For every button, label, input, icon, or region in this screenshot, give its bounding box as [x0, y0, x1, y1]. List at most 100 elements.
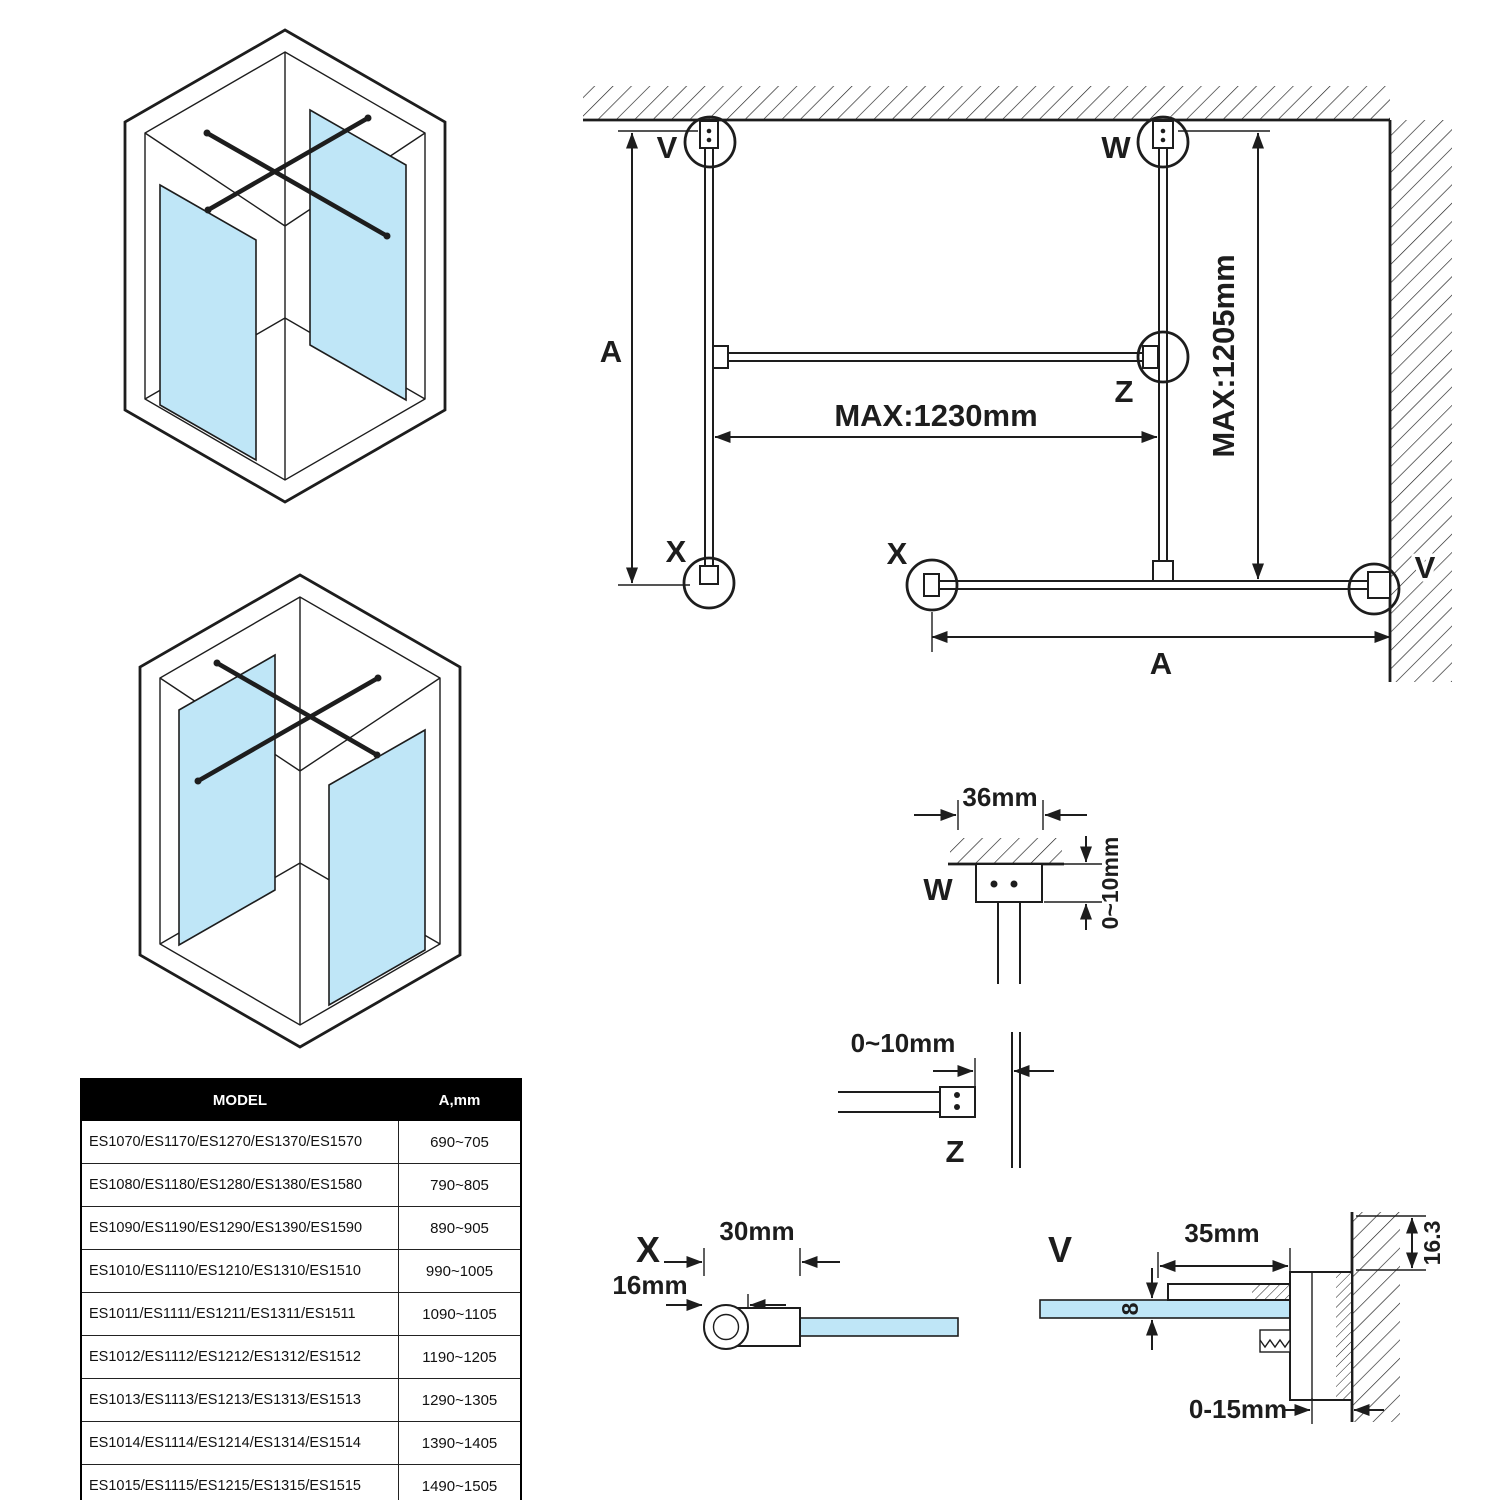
table-row: ES1011/ES1111/ES1211/ES1311/ES1511 1090~…	[80, 1292, 522, 1336]
detail-z: 0~10mm Z	[838, 1028, 1054, 1169]
screw	[706, 128, 712, 134]
table-row: ES1010/ES1110/ES1210/ES1310/ES1510 990~1…	[80, 1249, 522, 1293]
model-cell: ES1010/ES1110/ES1210/ES1310/ES1510	[80, 1249, 399, 1293]
detail-w: 36mm 0~10mm W	[914, 782, 1123, 984]
table-row: ES1070/ES1170/ES1270/ES1370/ES1570 690~7…	[80, 1120, 522, 1164]
detail-x: X 30mm 16mm	[612, 1216, 959, 1350]
profile-section	[1336, 1272, 1352, 1400]
a-cell: 1090~1105	[398, 1292, 522, 1336]
table-header-a: A,mm	[398, 1078, 522, 1121]
dim-text-max-height: MAX:1205mm	[1206, 254, 1241, 457]
label-v-right: V	[1415, 550, 1436, 585]
bracket-body	[975, 863, 1043, 903]
dimension-max-height	[1178, 130, 1270, 580]
callout-circle-z	[1136, 330, 1190, 384]
dimension-36mm	[914, 800, 1087, 830]
label-detail-v: V	[1048, 1229, 1072, 1270]
callout-circle-x-bottom	[905, 558, 959, 612]
ceiling-bracket-w	[1152, 120, 1174, 149]
dim-text-30mm: 30mm	[719, 1216, 794, 1246]
iso-view-top	[125, 30, 445, 502]
clamp-tube-outer	[703, 1304, 749, 1350]
table-row: ES1012/ES1112/ES1212/ES1312/ES1512 1190~…	[80, 1335, 522, 1379]
table-header-row: MODEL A,mm	[80, 1078, 522, 1121]
serration	[1259, 1338, 1291, 1349]
screw	[706, 137, 712, 143]
table-row: ES1013/ES1113/ES1213/ES1313/ES1513 1290~…	[80, 1378, 522, 1422]
screw	[954, 1104, 960, 1110]
ceiling-bracket-v	[699, 120, 719, 149]
ceiling-hatch	[583, 86, 1390, 120]
dim-text-16-3: 16.3	[1419, 1221, 1445, 1266]
dim-text-0-15: 0-15mm	[1189, 1394, 1287, 1424]
installation-plan: V W Z X X V A A MAX:1230mm MAX:1205mm	[583, 86, 1452, 682]
screw	[954, 1092, 960, 1098]
dim-text-gap: 0~10mm	[1097, 837, 1123, 930]
a-cell: 890~905	[398, 1206, 522, 1250]
end-clamp-x2	[923, 573, 940, 597]
clamp-tube-inner	[712, 1313, 740, 1341]
table-row: ES1090/ES1190/ES1290/ES1390/ES1590 890~9…	[80, 1206, 522, 1250]
model-table: MODEL A,mm ES1070/ES1170/ES1270/ES1370/E…	[80, 1078, 522, 1500]
bar-connector-z	[1142, 345, 1159, 369]
pole-foot	[1152, 560, 1174, 582]
callout-circle-x-left	[682, 556, 736, 610]
a-cell: 1190~1205	[398, 1335, 522, 1379]
dimension-16-3	[1356, 1215, 1426, 1271]
glass-section-v	[1039, 1299, 1291, 1319]
table-row: ES1080/ES1180/ES1280/ES1380/ES1580 790~8…	[80, 1163, 522, 1207]
dimension-gap-z	[933, 1058, 1054, 1086]
dim-text-max-width: MAX:1230mm	[834, 398, 1037, 433]
model-cell: ES1015/ES1115/ES1215/ES1315/ES1515	[80, 1464, 399, 1500]
dimension-30mm	[664, 1248, 840, 1276]
label-detail-x: X	[636, 1229, 660, 1270]
label-detail-w: W	[923, 872, 953, 907]
ceiling-hatch-detail	[950, 838, 1062, 864]
label-x-left: X	[666, 534, 687, 569]
callout-circle-v-right	[1347, 562, 1401, 616]
dimension-0-15	[1284, 1398, 1384, 1424]
model-cell: ES1013/ES1113/ES1213/ES1313/ES1513	[80, 1378, 399, 1422]
label-z: Z	[1115, 374, 1134, 409]
dim-text-35mm: 35mm	[1184, 1218, 1259, 1248]
screw	[1160, 128, 1166, 134]
iso-view-bottom	[140, 575, 460, 1047]
wall-hatch	[1390, 120, 1452, 682]
label-x-bottom: X	[887, 536, 908, 571]
label-v-top: V	[657, 130, 678, 165]
wall-hatch-detail	[1352, 1212, 1400, 1422]
a-cell: 1390~1405	[398, 1421, 522, 1465]
a-cell: 790~805	[398, 1163, 522, 1207]
label-a-vertical: A	[600, 334, 622, 369]
screw	[1160, 137, 1166, 143]
callout-circle-w	[1136, 115, 1190, 169]
model-cell: ES1070/ES1170/ES1270/ES1370/ES1570	[80, 1120, 399, 1164]
wall-profile-v	[1367, 571, 1391, 599]
callout-circle-v-top	[683, 115, 737, 169]
dimension-gap	[1044, 836, 1102, 930]
model-cell: ES1012/ES1112/ES1212/ES1312/ES1512	[80, 1335, 399, 1379]
label-w: W	[1101, 130, 1131, 165]
dimension-a-horizontal	[931, 612, 1391, 652]
model-cell: ES1014/ES1114/ES1214/ES1314/ES1514	[80, 1421, 399, 1465]
table-row: ES1015/ES1115/ES1215/ES1315/ES1515 1490~…	[80, 1464, 522, 1500]
table-header-model: MODEL	[80, 1078, 399, 1121]
bar-connector	[712, 345, 729, 369]
model-cell: ES1090/ES1190/ES1290/ES1390/ES1590	[80, 1206, 399, 1250]
a-cell: 990~1005	[398, 1249, 522, 1293]
dimension-35mm	[1157, 1248, 1291, 1280]
glass-section	[793, 1317, 959, 1337]
dimension-a-vertical	[618, 130, 698, 586]
detail-v: V 35mm 8 16.3 0-15mm	[1039, 1212, 1445, 1424]
dim-text-gap-z: 0~10mm	[851, 1028, 956, 1058]
end-clamp-x	[699, 565, 719, 585]
clamp-leaf-section	[1252, 1284, 1290, 1300]
a-cell: 1490~1505	[398, 1464, 522, 1500]
label-a-horizontal: A	[1150, 646, 1172, 681]
dim-text-8: 8	[1117, 1302, 1143, 1315]
model-cell: ES1011/ES1111/ES1211/ES1311/ES1511	[80, 1292, 399, 1336]
screw	[1010, 880, 1018, 888]
screw	[990, 880, 998, 888]
